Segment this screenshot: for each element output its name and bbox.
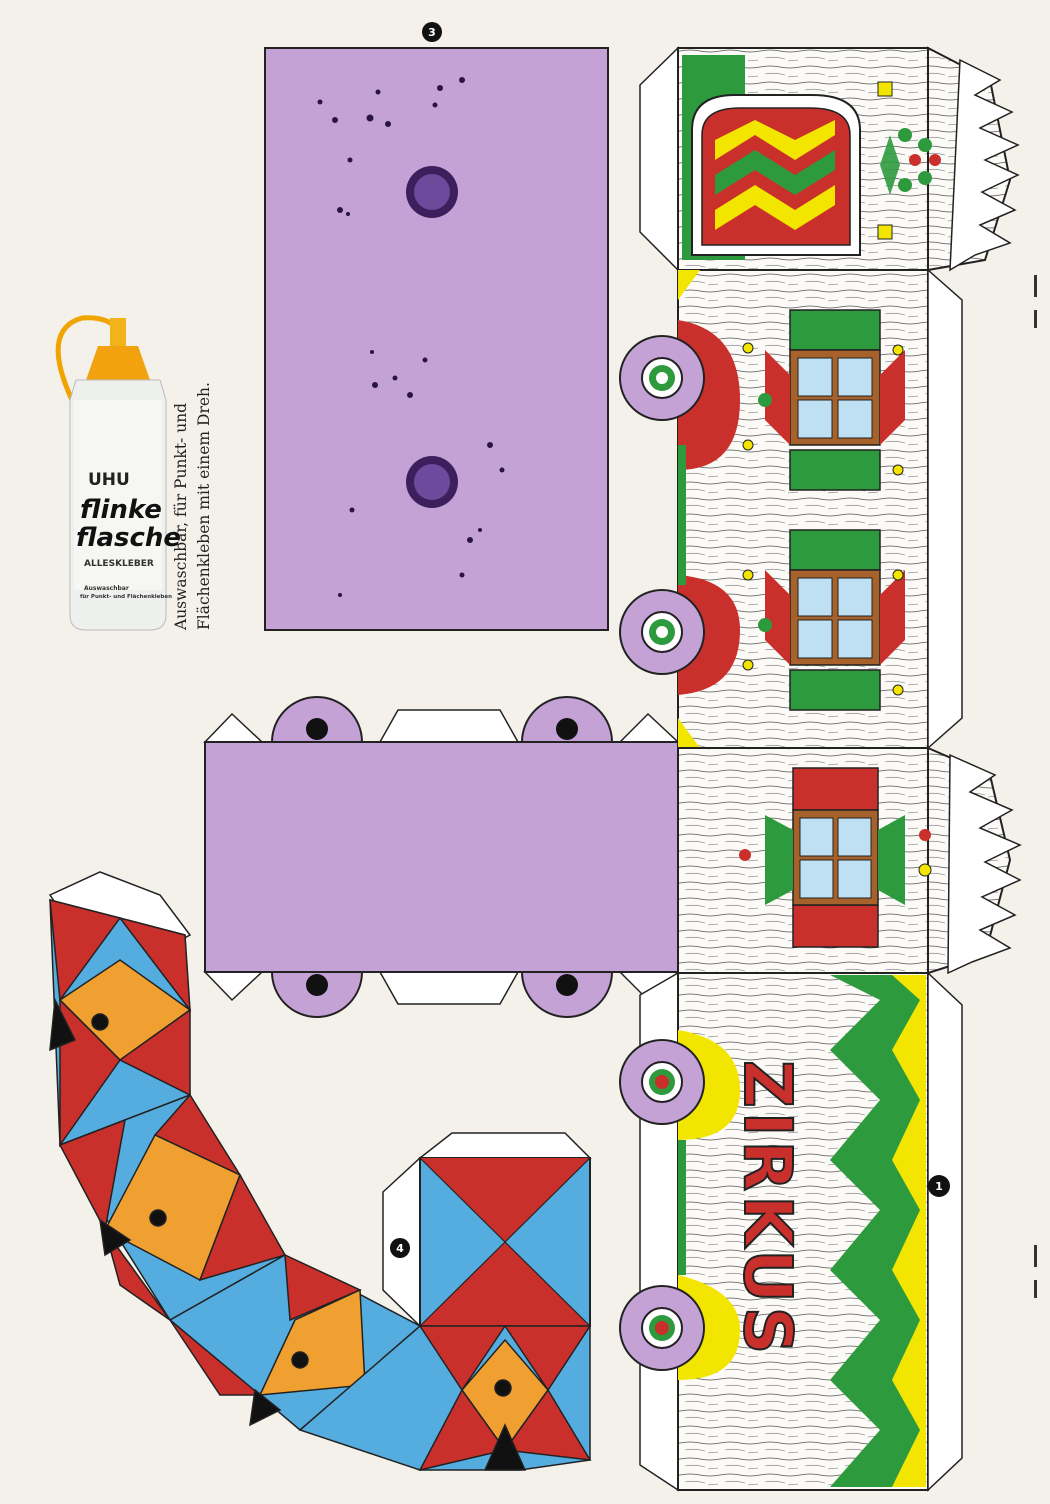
harlequin-strip	[48, 871, 592, 1472]
bottle-small-1: Auswaschbar	[84, 585, 129, 592]
bottle-product: ALLESKLEBER	[84, 559, 154, 569]
chassis-wheel	[520, 971, 614, 1018]
chassis-wheel	[520, 696, 614, 743]
wagon-window	[765, 309, 905, 491]
wagon-wheel	[619, 335, 705, 421]
part-number-4: 4	[396, 1242, 404, 1255]
caption-line-2: Flächenkleben mit einem Dreh.	[195, 382, 213, 630]
part-4-box: 4	[382, 1132, 592, 1328]
part-number-3: 3	[428, 26, 436, 39]
zirkus-sign: ZIRKUS	[729, 1060, 806, 1358]
wagon-door	[691, 93, 861, 256]
wagon-wheel	[619, 1285, 705, 1371]
part-2-chassis	[203, 696, 680, 1018]
bottle-small-2: für Punkt- und Flächenkleben	[80, 594, 172, 600]
bottle-name-line2: flasche	[76, 523, 181, 553]
part-3-panel: 3	[264, 22, 609, 631]
chassis-wheel	[270, 971, 364, 1018]
part-number-1: 1	[935, 1180, 943, 1193]
bottle-brand: UHU	[88, 470, 130, 490]
gable-window	[765, 767, 905, 948]
zigzag-border	[830, 975, 926, 1487]
binding-marks	[1034, 275, 1037, 1298]
bottle-name-line1: flinke	[80, 495, 162, 525]
wagon-wheel	[619, 1039, 705, 1125]
wagon-window	[765, 529, 905, 711]
glue-caption: Auswaschbar, für Punkt- und Flächenklebe…	[170, 330, 216, 630]
chassis-wheel	[270, 696, 364, 743]
wagon-wheel	[619, 589, 705, 675]
glue-bottle-image: UHU flinke flasche ALLESKLEBER Auswaschb…	[55, 315, 181, 631]
part-1-wagon: ZIRKUS 1	[619, 46, 1022, 1492]
caption-line-1: Auswaschbar, für Punkt- und	[172, 402, 190, 630]
